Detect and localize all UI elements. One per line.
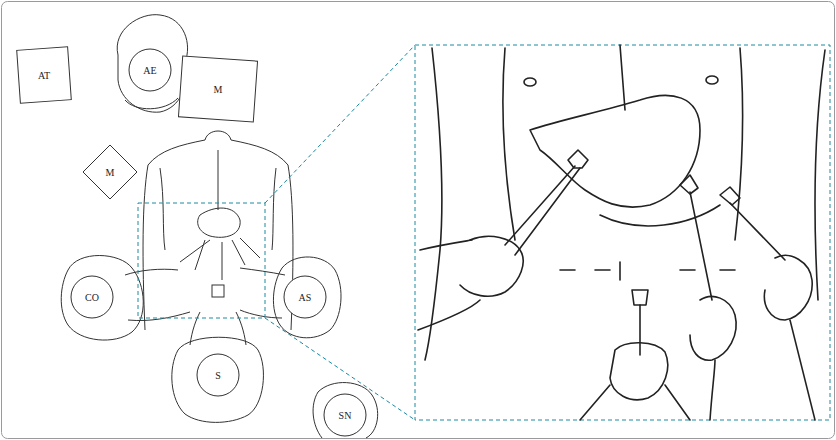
- zoom-detail: [418, 45, 825, 420]
- monitor-box: M: [82, 144, 138, 200]
- monitor-box: M: [180, 58, 256, 120]
- nurse-head: SN: [323, 393, 367, 437]
- node-label: AS: [283, 275, 327, 319]
- node-label: AE: [128, 48, 172, 92]
- node-label: M: [82, 144, 138, 200]
- node-label: M: [180, 58, 256, 120]
- staff-bodies: [61, 15, 377, 438]
- node-label: SN: [323, 393, 367, 437]
- patient: [143, 131, 293, 330]
- node-label: AT: [18, 48, 70, 102]
- assistant-head: AS: [283, 275, 327, 319]
- surgeon-head: S: [196, 353, 240, 397]
- assistant-head: CO: [70, 275, 114, 319]
- anesthesia-table: AT: [18, 48, 70, 102]
- anesthetist-head: AE: [128, 48, 172, 92]
- zoom-callout: [138, 45, 830, 420]
- node-label: S: [196, 353, 240, 397]
- node-label: CO: [70, 275, 114, 319]
